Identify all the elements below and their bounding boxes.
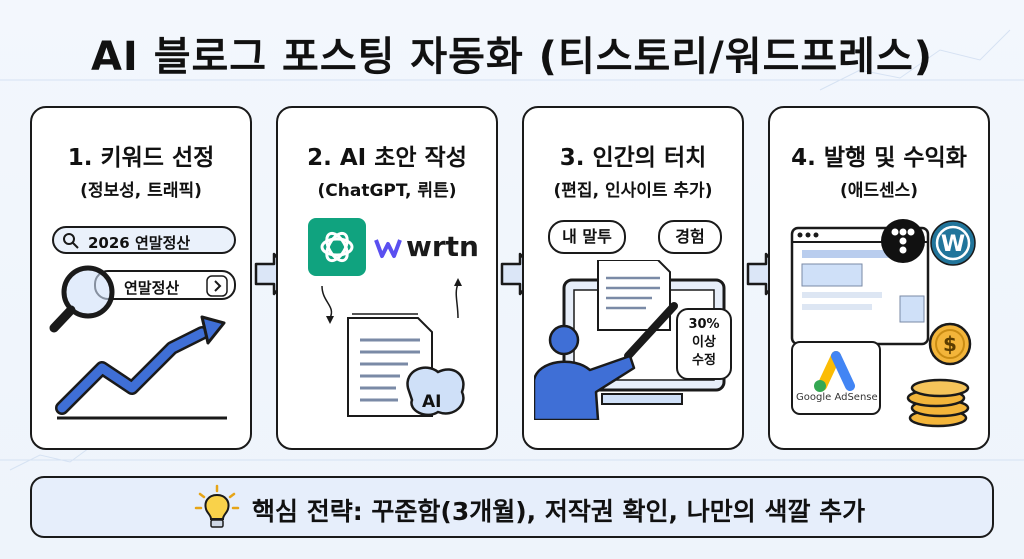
step-heading: 1. 키워드 선정	[67, 145, 215, 171]
strategy-banner: 핵심 전략: 꾸준함(3개월), 저작권 확인, 나만의 색깔 추가	[30, 476, 994, 538]
edit-note-line: 30%	[688, 317, 720, 332]
lightbulb-icon	[194, 484, 240, 528]
step-subtitle: (편집, 인사이트 추가)	[553, 181, 713, 201]
search-bar-secondary[interactable]: 연말정산	[94, 270, 236, 300]
step-heading: 4. 발행 및 수익화	[791, 145, 967, 171]
edit-note-line: 이상	[692, 335, 716, 350]
edit-note-bubble: 30% 이상 수정	[676, 308, 732, 380]
growth-chart-icon	[55, 315, 227, 420]
magnifier-icon	[49, 265, 115, 333]
search-bar-primary[interactable]: 2026 연말정산	[52, 226, 236, 254]
step-card-publish: 4. 발행 및 수익화 (애드센스) W Google AdSense	[768, 106, 990, 450]
ai-brain-label: AI	[422, 392, 442, 412]
edit-note-line: 수정	[692, 353, 716, 368]
step-subtitle: (애드센스)	[839, 181, 919, 201]
chevron-right-icon	[206, 275, 228, 297]
document-draft-icon	[321, 278, 465, 417]
step-heading: 2. AI 초안 작성	[307, 145, 467, 171]
wrtn-mark-icon	[374, 239, 402, 258]
coin-symbol: $	[943, 332, 957, 356]
step-heading: 3. 인간의 터치	[559, 145, 707, 171]
search-query-text: 2026 연말정산	[88, 234, 191, 252]
coin-stack-icon	[906, 322, 972, 428]
step-card-keyword: 1. 키워드 선정 (정보성, 트래픽) 2026 연말정산 연말정산	[30, 106, 252, 450]
page-title: AI 블로그 포스팅 자동화 (티스토리/워드프레스)	[90, 34, 934, 80]
wrtn-label: wrtn	[406, 230, 479, 263]
strategy-text: 핵심 전략: 꾸준함(3개월), 저작권 확인, 나만의 색깔 추가	[252, 497, 866, 526]
wordpress-logo-icon: W	[930, 220, 976, 266]
step-subtitle: (ChatGPT, 뤼튼)	[317, 181, 457, 201]
search-query-text: 연말정산	[124, 279, 180, 297]
svg-text:W: W	[941, 232, 965, 257]
tistory-logo-icon	[881, 219, 925, 263]
step-subtitle: (정보성, 트래픽)	[80, 181, 202, 201]
chatgpt-logo-icon	[308, 218, 366, 276]
adsense-logo-icon	[791, 341, 881, 415]
step-card-human-touch: 3. 인간의 터치 (편집, 인사이트 추가) 내 말투 경험 30% 이상 수…	[522, 106, 744, 450]
speech-bubble-experience: 경험	[658, 220, 722, 254]
search-icon	[63, 233, 79, 249]
step-card-ai-draft: 2. AI 초안 작성 (ChatGPT, 뤼튼) wrtn AI	[276, 106, 498, 450]
speech-bubble-tone: 내 말투	[548, 220, 626, 254]
adsense-label: Google AdSense	[796, 392, 878, 403]
